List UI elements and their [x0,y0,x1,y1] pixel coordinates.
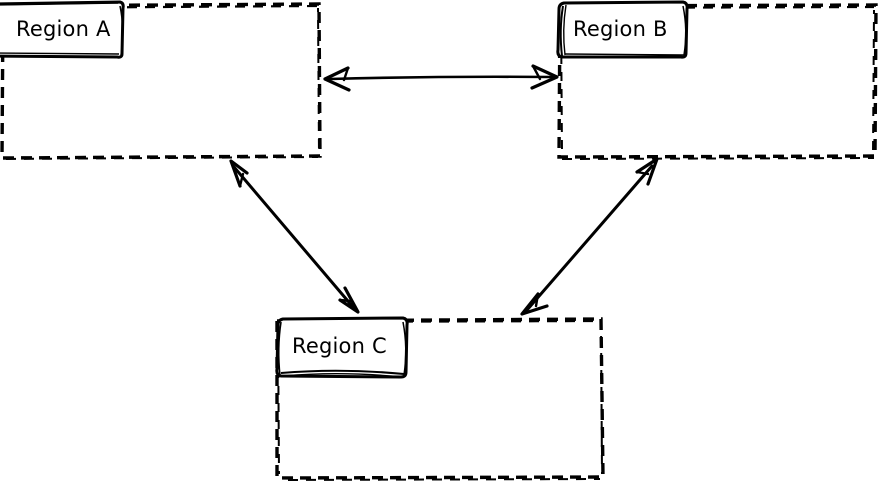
region-c-label-box-bottom-echo [283,373,403,378]
region-b-dashed-right-echo [872,9,875,155]
connector-b-c-line [525,164,654,312]
connector-a-c[interactable] [229,159,360,314]
connector-a-b-line [328,75,554,81]
connector-a-b-arrowhead-right-barb [531,64,542,81]
region-b-label-box[interactable] [556,0,689,59]
connector-a-b[interactable] [323,64,559,92]
connector-b-c-arrowhead-bottom [520,292,549,316]
region-c-dashed-bottom-echo [279,478,601,481]
region-c-label-box-outline [275,316,409,379]
region-b-label-box-bottom-echo [564,53,685,56]
connector-a-c-arrowhead-bottom [338,286,360,314]
connector-a-c-arrowhead-top [229,159,249,188]
region-b-label-box-right-echo [682,5,687,56]
region-b-dashed-bottom-echo [560,157,875,160]
region-c-label-box-right-echo [402,321,407,376]
region-c-label-box-left-echo [277,321,282,377]
connector-a-b-arrowhead-right [530,64,559,90]
region-b-label-box-outline [556,0,689,59]
connector-a-b-arrowhead-left-barb [342,66,350,82]
connector-a-c-arrowhead-bottom-barb [338,298,352,303]
region-a-dashed-bottom-echo [3,156,319,160]
region-a-label-box[interactable] [0,0,125,59]
connector-b-c-arrowhead-top [635,157,659,186]
region-b-dashed-rect [557,3,878,159]
region-a-label-box-top-echo [0,2,119,6]
region-c-label-box[interactable] [275,316,409,379]
connector-b-c-arrowhead-bottom-barb [534,292,540,308]
region-a-label-box-outline [0,0,125,59]
region-a-label-box-right-echo [119,5,124,56]
region-a-dashed-right-echo [317,7,320,155]
region-c-dashed-rect [275,317,605,480]
region-b-label-box-left-echo [559,5,564,57]
connector-a-c-line [232,165,355,309]
connector-b-c-arrowhead-top-barb [635,170,650,176]
region-c-label-box-bottom-curve [280,369,405,375]
region-a-label-box-bottom-echo [0,52,120,55]
connector-a-c-arrowhead-top-barb [238,172,245,188]
connector-b-c[interactable] [520,157,659,316]
connector-a-b-arrowhead-left [323,66,351,92]
region-b-dashed-left-echo [560,9,563,155]
region-a-dashed-rect [0,2,322,160]
region-b-label-box-left-echo-2 [563,4,567,56]
